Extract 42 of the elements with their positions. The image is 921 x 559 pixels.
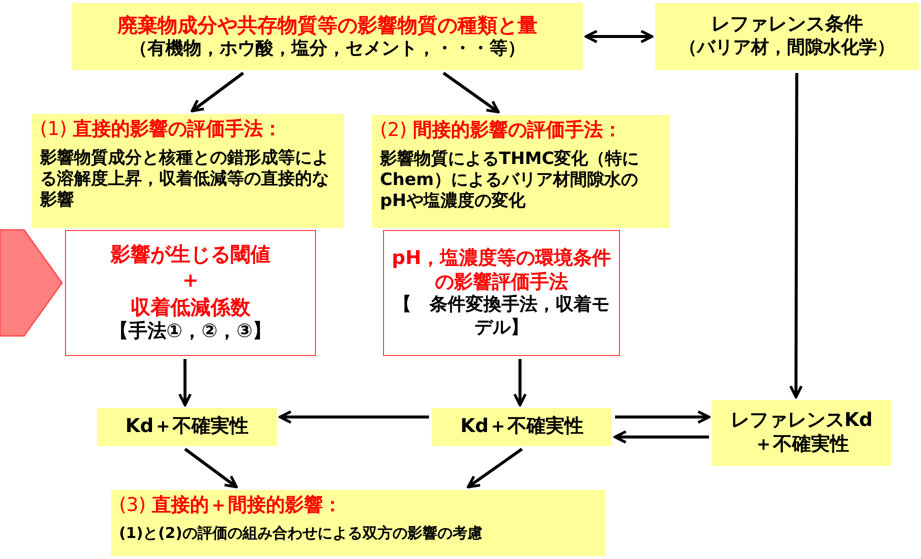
box-text: ＋不確実性 [753,433,850,457]
box-text: 【手法①，②，③】 [108,320,273,344]
method-box [32,114,344,228]
box-text: 【 条件変換手法，収着モデル】 [392,294,610,340]
box-text: pH，塩濃度等の環境条件の影響評価手法 [390,246,612,294]
arrow [513,359,527,406]
box-text: Kd＋不確実性 [459,415,585,439]
arrow [442,72,500,114]
box-heading: (1) 直接的影響の評価手法： [40,118,283,142]
arrow [466,448,523,488]
box-text: 収着低減係数 [130,294,252,320]
box-text: レファレンス条件 [710,13,864,38]
arrow [614,430,709,444]
kd-box [97,408,277,446]
box-text: (1)と(2)の評価の組み合わせによる双方の影響の考慮 [119,524,484,542]
box-text: 廃棄物成分や共存物質等の影響物質の種類と量 [116,12,538,38]
result-box [383,230,620,356]
box-text: ＋ [178,267,202,295]
result-box [65,230,316,356]
box-text: 影響が生じる閾値 [109,242,272,268]
arrow [615,410,710,424]
box-text: Kd＋不確実性 [124,415,250,439]
arrow [278,410,429,424]
box-text: レファレンスKd [729,409,874,433]
box-heading: (2) 間接的影響の評価手法： [380,119,623,143]
box-text: 影響物質によるTHMC変化（特にChem）によるバリア材間隙水のpHや塩濃度の変化 [380,148,640,212]
arrow [184,448,238,488]
arrow [789,73,803,398]
box-heading: (3) 直接的＋間接的影響： [119,494,343,518]
box-text: 影響物質成分と核種との錯形成等による溶解度上昇，収着低減等の直接的な影響 [40,148,330,212]
method-box [372,115,670,228]
arrow [178,359,192,406]
source-box [72,3,583,70]
condition-box [655,3,919,70]
box-text: （有機物，ホウ酸，塩分，セメント，・・・等） [128,38,526,60]
kd-box [712,400,891,466]
box-text: （バリア材，間隙水化学） [678,37,896,60]
arrow [190,72,244,112]
combined-box [111,490,605,556]
arrow [584,30,654,44]
block-arrow [0,229,63,337]
kd-box [432,408,612,446]
